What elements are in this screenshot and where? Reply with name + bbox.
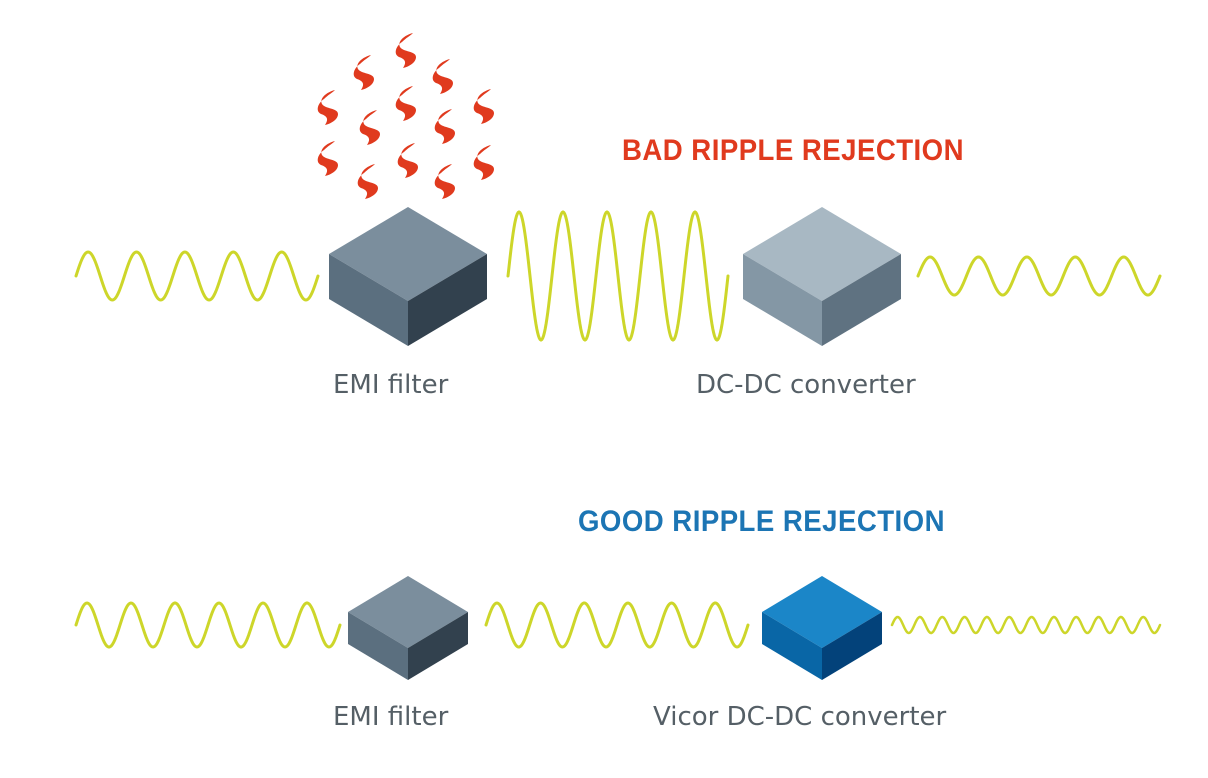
heat-icon (317, 141, 338, 176)
heat-icon (395, 33, 416, 68)
component-boxes (329, 207, 901, 680)
bad-amplified-ripple-wave (506, 210, 730, 342)
heat-icon-group (317, 33, 494, 199)
heat-icon (353, 55, 374, 90)
good-input-ripple-wave (74, 601, 342, 649)
good-emi-filter-label: EMI filter (333, 702, 449, 732)
heat-icon (397, 143, 418, 178)
bad-dc-dc-converter-label: DC-DC converter (696, 370, 916, 400)
heat-icon (432, 59, 453, 94)
heat-icon (395, 86, 416, 121)
heat-icon (434, 109, 455, 144)
bad-dc-dc-converter-box-icon (743, 207, 901, 346)
bad-emi-filter-label: EMI filter (333, 370, 449, 400)
vicor-dc-dc-converter-box-icon (762, 576, 882, 680)
good-emi-filter-box-icon (348, 576, 468, 680)
heat-icon (473, 145, 494, 180)
bad-ripple-rejection-heading: BAD RIPPLE REJECTION (622, 134, 964, 167)
heat-icon (317, 90, 338, 125)
good-output-ripple-wave (890, 615, 1162, 635)
bad-emi-filter-box-icon (329, 207, 487, 346)
bad-input-ripple-wave (74, 250, 320, 302)
heat-icon (434, 164, 455, 199)
bad-output-ripple-wave (916, 255, 1162, 297)
heat-icon (357, 164, 378, 199)
vicor-dc-dc-converter-label: Vicor DC-DC converter (653, 702, 947, 732)
heat-icon (473, 89, 494, 124)
good-filtered-ripple-wave (484, 601, 750, 649)
heat-icon (359, 110, 380, 145)
good-ripple-rejection-heading: GOOD RIPPLE REJECTION (578, 505, 945, 538)
ripple-waves (74, 210, 1162, 649)
